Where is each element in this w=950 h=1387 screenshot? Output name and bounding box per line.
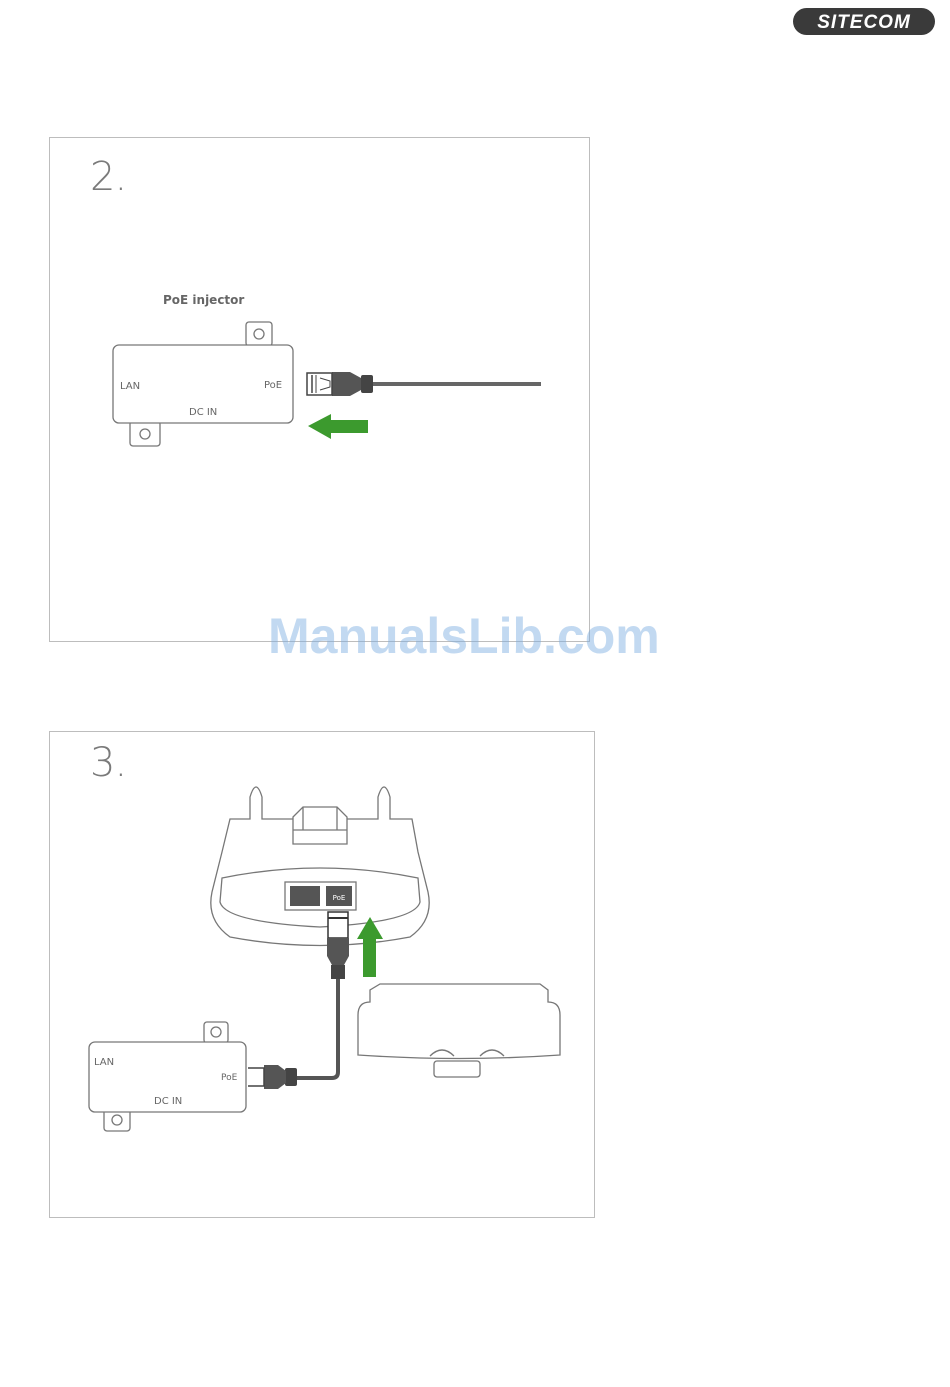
injector-title: PoE injector xyxy=(163,293,244,307)
access-point-mount xyxy=(211,787,429,946)
device-poe-port-label: PoE xyxy=(333,894,346,902)
poe-injector-illustration: PoE injector LAN PoE DC IN xyxy=(50,138,589,641)
sitecom-logo: SITECOM xyxy=(792,7,936,36)
poe-port-label: PoE xyxy=(264,380,282,391)
horizontal-ethernet-plug xyxy=(248,1065,297,1089)
poe-port-label: PoE xyxy=(221,1073,238,1083)
device-connection-illustration: PoE LAN PoE DC IN xyxy=(50,732,594,1217)
step-2-panel: 2. PoE injector LAN PoE DC IN xyxy=(49,137,590,642)
svg-text:SITECOM: SITECOM xyxy=(817,12,911,33)
step-3-panel: 3. PoE xyxy=(49,731,595,1218)
dc-in-label: DC IN xyxy=(154,1096,182,1107)
watermark: ManualsLib.com xyxy=(268,607,660,665)
ethernet-cable xyxy=(307,372,541,396)
arrow-left-icon xyxy=(308,414,368,439)
dc-in-label: DC IN xyxy=(189,407,217,418)
lan-port-label: LAN xyxy=(120,381,140,392)
lan-port-label: LAN xyxy=(94,1057,114,1068)
device-cover xyxy=(358,984,560,1077)
